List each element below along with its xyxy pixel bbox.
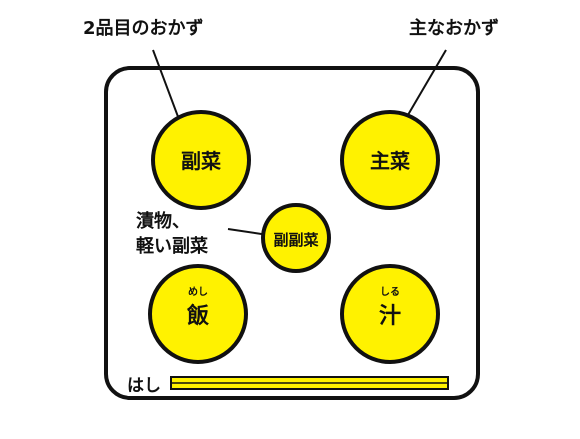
- soup-ruby: しる: [380, 286, 400, 298]
- small-side-dish-bowl: [261, 203, 331, 273]
- rice-ruby: めし: [188, 286, 208, 298]
- rice-label: 飯: [186, 303, 209, 329]
- side-dish-bowl: [151, 110, 251, 210]
- small-side-dish-label: 副副菜: [273, 231, 318, 249]
- callout-middle-left-line1: 漬物、: [136, 210, 190, 232]
- callout-top-left: 2品目のおかず: [83, 18, 204, 39]
- chopsticks-label: はし: [127, 376, 161, 396]
- callout-middle-left-line2: 軽い副菜: [136, 235, 208, 257]
- leader-line-main-dish: [404, 49, 447, 121]
- callout-top-right: 主なおかず: [409, 17, 499, 39]
- rice-bowl: [148, 264, 248, 364]
- side-dish-label: 副菜: [181, 149, 221, 173]
- soup-label: 汁: [379, 304, 401, 329]
- main-dish-label: 主菜: [370, 149, 410, 173]
- main-dish-bowl: [340, 110, 440, 210]
- soup-bowl: [340, 264, 440, 364]
- leader-line-side-dish: [152, 49, 181, 123]
